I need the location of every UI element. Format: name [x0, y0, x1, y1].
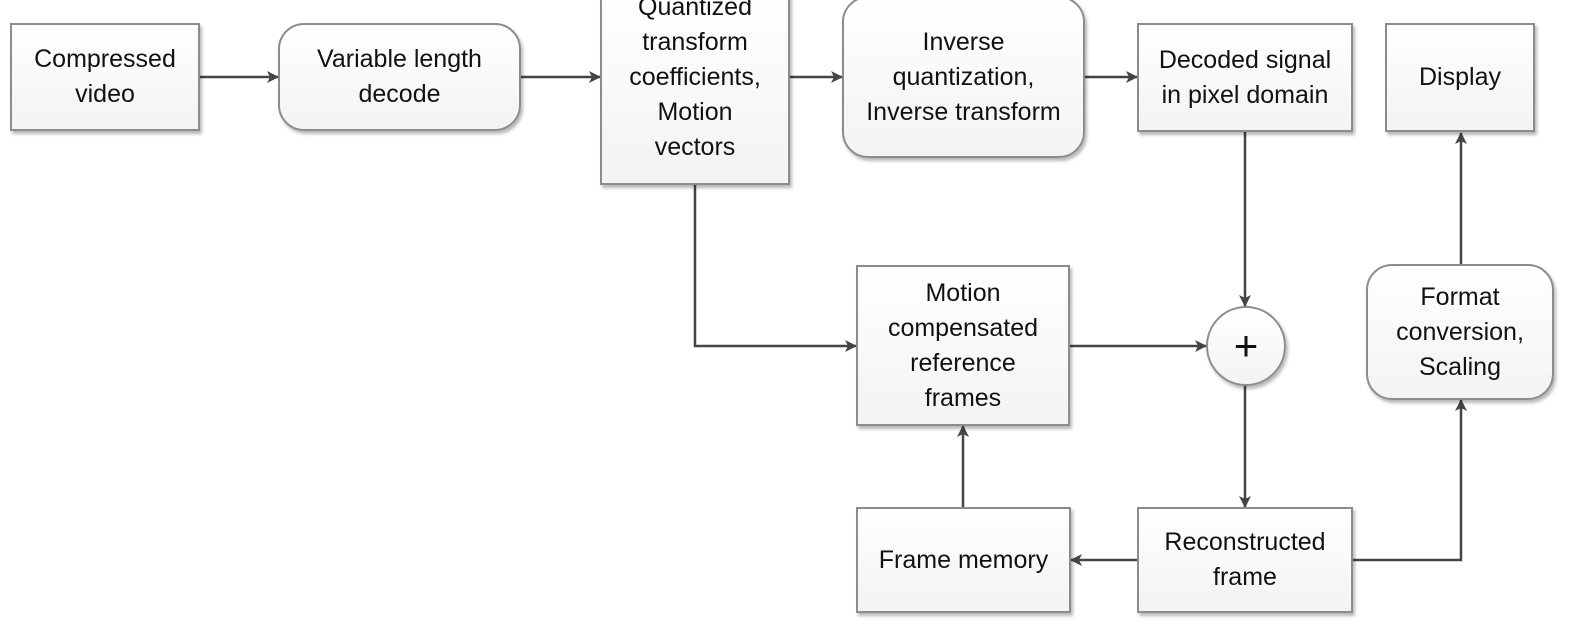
reconstructed-frame-box: Reconstructed frame: [1137, 507, 1353, 613]
adder-circle: +: [1206, 306, 1286, 386]
display-box: Display: [1385, 23, 1535, 132]
compressed-video-box: Compressed video: [10, 23, 200, 131]
arrow-reconstructed-to-format: [1353, 399, 1467, 562]
decoded-signal-box: Decoded signal in pixel domain: [1137, 23, 1353, 132]
variable-length-decode-box: Variable length decode: [278, 23, 521, 131]
inverse-quantization-box: Inverse quantization, Inverse transform: [842, 0, 1085, 158]
arrow-quantized-to-motion: [693, 185, 857, 352]
format-conversion-box: Format conversion, Scaling: [1366, 264, 1554, 400]
quantized-coefficients-box: Quantized transform coefficients, Motion…: [600, 0, 790, 185]
motion-compensated-box: Motion compensated reference frames: [856, 265, 1070, 426]
frame-memory-box: Frame memory: [856, 507, 1071, 613]
